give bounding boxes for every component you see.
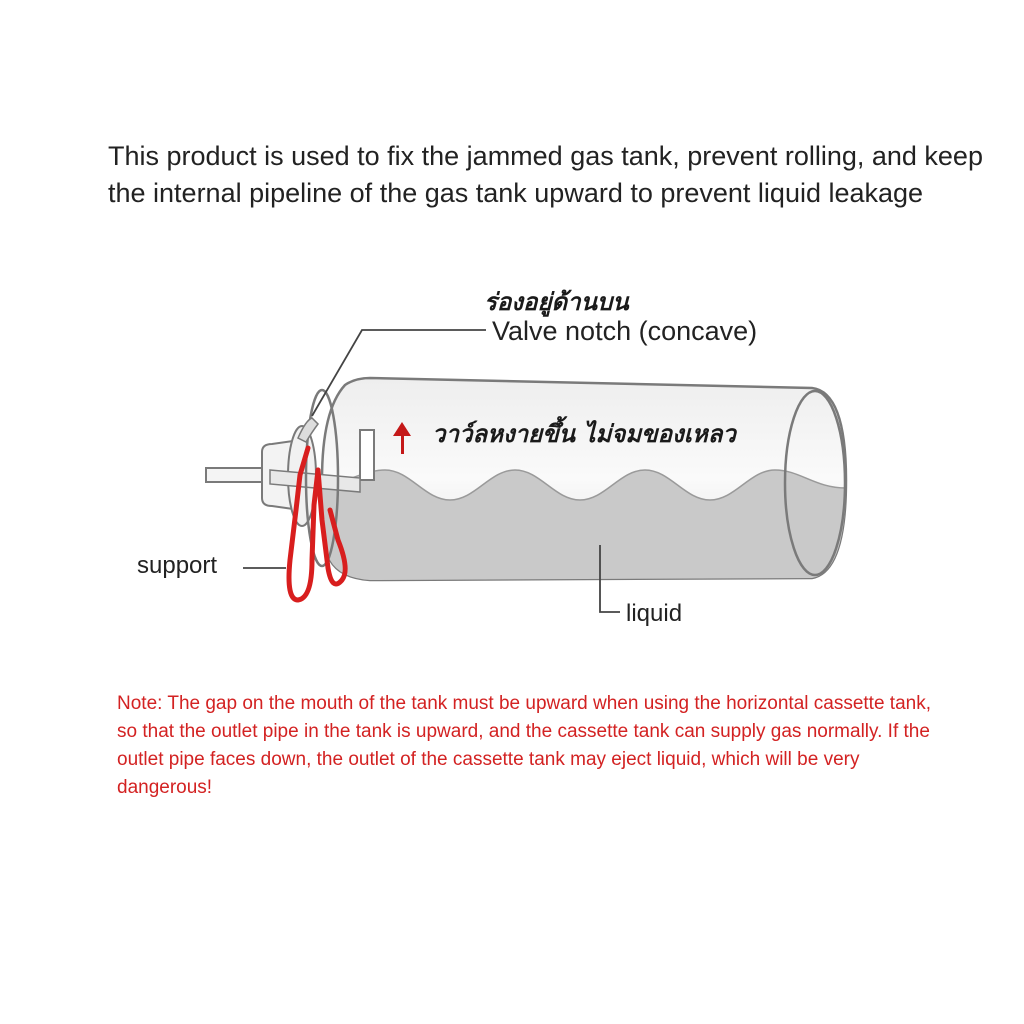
up-arrow-icon [393, 422, 411, 454]
valve-notch-label: Valve notch (concave) [492, 316, 758, 346]
intro-text: This product is used to fix the jammed g… [108, 141, 983, 208]
tank-end-opening [783, 389, 847, 577]
support-label: support [137, 552, 218, 579]
liquid-label: liquid [626, 600, 683, 627]
valve-notch [297, 417, 319, 443]
dip-tube [359, 429, 375, 481]
liquid-fill [322, 469, 846, 580]
warning-note: Note: The gap on the mouth of the tank m… [117, 693, 931, 798]
thai-notch-label: ร่องอยู่ด้านบน [484, 288, 629, 316]
valve-notch-leader [311, 329, 486, 417]
thai-valve-up-label: วาว์ลหงายขึ้น ไม่จมของเหลว [432, 420, 736, 448]
support-wire [286, 445, 321, 603]
liquid-leader [599, 545, 620, 613]
